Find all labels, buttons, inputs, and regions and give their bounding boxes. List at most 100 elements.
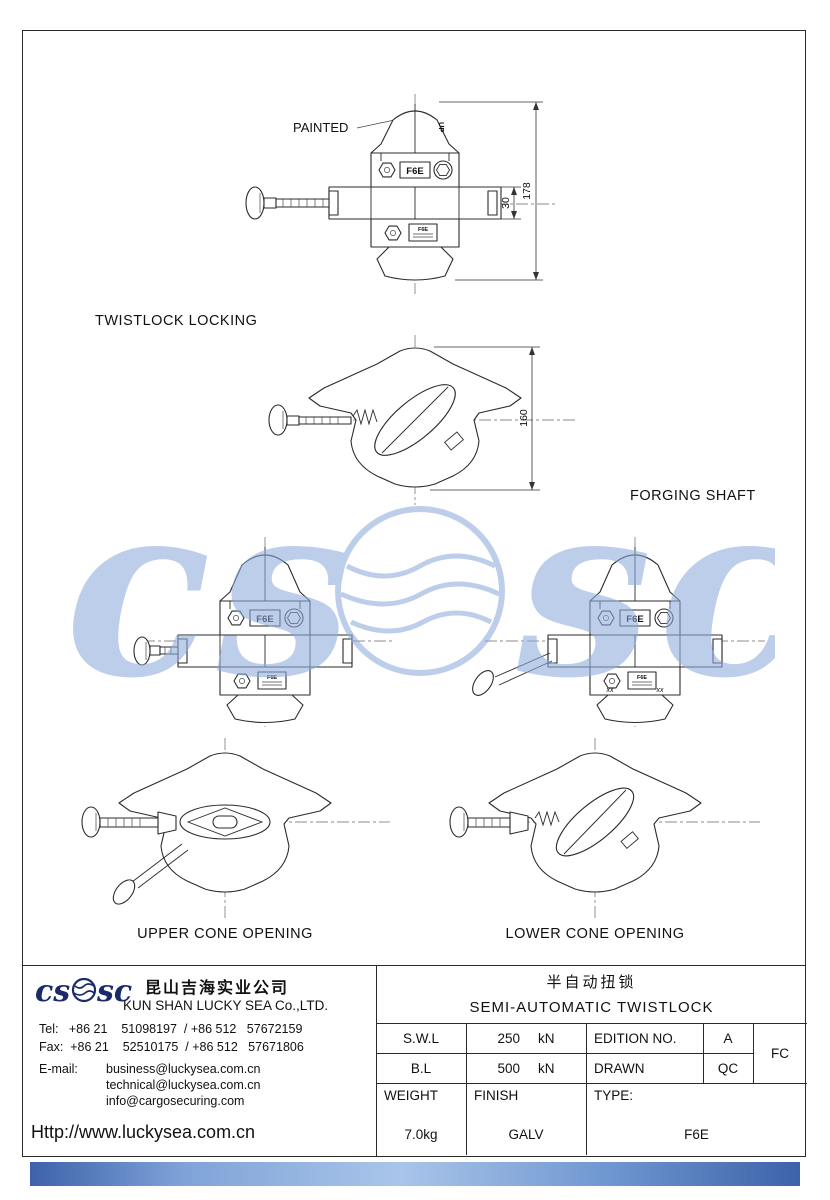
company-logo: cs sc bbox=[35, 974, 132, 1009]
clamp bbox=[157, 811, 177, 835]
title-block: cs sc 昆山吉海实业公司 KUN SHAN LUCKY SEA Co.,LT… bbox=[22, 965, 807, 1157]
fax-line: Fax: +86 21 52510175 / +86 512 57671806 bbox=[39, 1040, 304, 1054]
hex-nut bbox=[597, 610, 615, 626]
swl-value: 250 bbox=[497, 1030, 521, 1046]
hex-nut bbox=[233, 673, 251, 689]
spring bbox=[352, 408, 378, 426]
handle bbox=[81, 806, 159, 838]
svg-text:F6E: F6E bbox=[418, 227, 428, 233]
model-label: F6E bbox=[406, 166, 423, 177]
bl-unit: kN bbox=[538, 1060, 555, 1076]
handle-knob bbox=[268, 404, 288, 436]
winged-housing bbox=[308, 347, 522, 488]
company-name-cn: 昆山吉海实业公司 bbox=[145, 980, 290, 997]
svg-text:160: 160 bbox=[518, 409, 530, 427]
upper-body: F6E bbox=[589, 600, 681, 636]
svg-text:F6E: F6E bbox=[256, 614, 273, 625]
mid-plate bbox=[177, 634, 353, 668]
hex-bolt bbox=[284, 608, 304, 628]
upper-body: F6E bbox=[219, 600, 311, 636]
lower-cone-opening-label: LOWER CONE OPENING bbox=[505, 926, 685, 942]
divider bbox=[376, 1053, 753, 1055]
divider bbox=[376, 966, 378, 1156]
spring bbox=[534, 810, 560, 827]
product-name-cn: 半自动扭锁 bbox=[546, 973, 637, 991]
clamp bbox=[509, 811, 529, 835]
hex-nut bbox=[378, 162, 396, 178]
handle bbox=[245, 186, 330, 220]
weld-mark: xx bbox=[606, 687, 615, 694]
drawing-front-left: F6E F6E bbox=[133, 537, 393, 727]
fc-cell: FC bbox=[771, 1045, 789, 1061]
email-business: business@luckysea.com.cn bbox=[106, 1062, 261, 1076]
winged-housing bbox=[118, 752, 332, 893]
twistlock-locking-label: TWISTLOCK LOCKING bbox=[95, 313, 258, 329]
forging-shaft-label: FORGING SHAFT bbox=[630, 488, 756, 504]
globe-icon bbox=[71, 977, 97, 1003]
svg-text:F6E: F6E bbox=[267, 675, 277, 681]
cone-hub bbox=[212, 815, 238, 829]
handle-knob bbox=[245, 186, 265, 220]
drawing-forging-shaft: 160 bbox=[268, 335, 575, 505]
latch bbox=[620, 831, 639, 849]
bottom-cone bbox=[226, 694, 304, 724]
drawn-label: DRAWN bbox=[594, 1060, 645, 1076]
cable-handle bbox=[112, 843, 189, 905]
divider bbox=[376, 1023, 807, 1025]
bl-label: B.L bbox=[410, 1060, 432, 1076]
dimension-30: 30 bbox=[463, 186, 521, 220]
hex-nut bbox=[603, 673, 621, 689]
top-cone: UP bbox=[370, 104, 460, 154]
bl-value: 500 bbox=[497, 1060, 521, 1076]
email-technical: technical@luckysea.com.cn bbox=[106, 1078, 261, 1092]
swl-value-cell: 250 kN bbox=[466, 1023, 586, 1053]
email-info: info@cargosecuring.com bbox=[106, 1094, 245, 1108]
handle-knob bbox=[81, 806, 101, 838]
svg-text:sc: sc bbox=[96, 974, 132, 1009]
product-name-en: SEMI-AUTOMATIC TWISTLOCK bbox=[469, 998, 714, 1016]
handle-knob bbox=[449, 806, 469, 838]
cable-handle bbox=[472, 652, 553, 696]
hex-nut bbox=[227, 610, 245, 626]
bottom-accent-bar bbox=[30, 1162, 800, 1186]
svg-text:F6E: F6E bbox=[626, 614, 643, 625]
latch bbox=[444, 431, 464, 451]
weld-mark: xx bbox=[656, 687, 665, 694]
hex-bolt bbox=[654, 608, 674, 628]
bl-value-cell: 500 kN bbox=[466, 1053, 586, 1083]
lower-body: F6E bbox=[219, 666, 311, 696]
edition-value: A bbox=[723, 1030, 733, 1046]
bottom-cone: xx xx bbox=[596, 687, 674, 724]
svg-text:cs: cs bbox=[35, 974, 70, 1009]
up-marking: UP bbox=[437, 122, 446, 132]
company-name-en: KUN SHAN LUCKY SEA Co.,LTD. bbox=[123, 998, 329, 1013]
hex-bolt bbox=[433, 160, 453, 180]
hex-nut bbox=[384, 225, 402, 241]
weight-value: 7.0kg bbox=[404, 1126, 438, 1142]
mid-plate bbox=[547, 634, 723, 668]
swl-unit: kN bbox=[538, 1030, 555, 1046]
handle-knob bbox=[133, 636, 151, 666]
top-cone bbox=[219, 547, 311, 602]
bottom-cone bbox=[376, 246, 454, 281]
painted-label: PAINTED bbox=[293, 120, 348, 135]
website-url: Http://www.luckysea.com.cn bbox=[31, 1122, 256, 1142]
email-label: E-mail: bbox=[39, 1062, 78, 1076]
top-cone bbox=[589, 547, 681, 602]
winged-housing bbox=[488, 752, 702, 893]
divider bbox=[586, 1023, 588, 1155]
handle bbox=[133, 636, 179, 666]
finish-label: FINISH bbox=[474, 1087, 519, 1103]
type-label: TYPE: bbox=[594, 1087, 634, 1103]
drawn-value: QC bbox=[717, 1060, 739, 1076]
upper-cone-opening-label: UPPER CONE OPENING bbox=[137, 926, 313, 942]
divider bbox=[753, 1023, 755, 1083]
handle bbox=[449, 806, 511, 838]
swl-label: S.W.L bbox=[402, 1030, 439, 1046]
svg-text:30: 30 bbox=[500, 197, 512, 209]
divider bbox=[376, 1083, 807, 1085]
type-value: F6E bbox=[684, 1126, 709, 1142]
model-plate bbox=[619, 609, 651, 627]
weight-label: WEIGHT bbox=[384, 1087, 438, 1103]
